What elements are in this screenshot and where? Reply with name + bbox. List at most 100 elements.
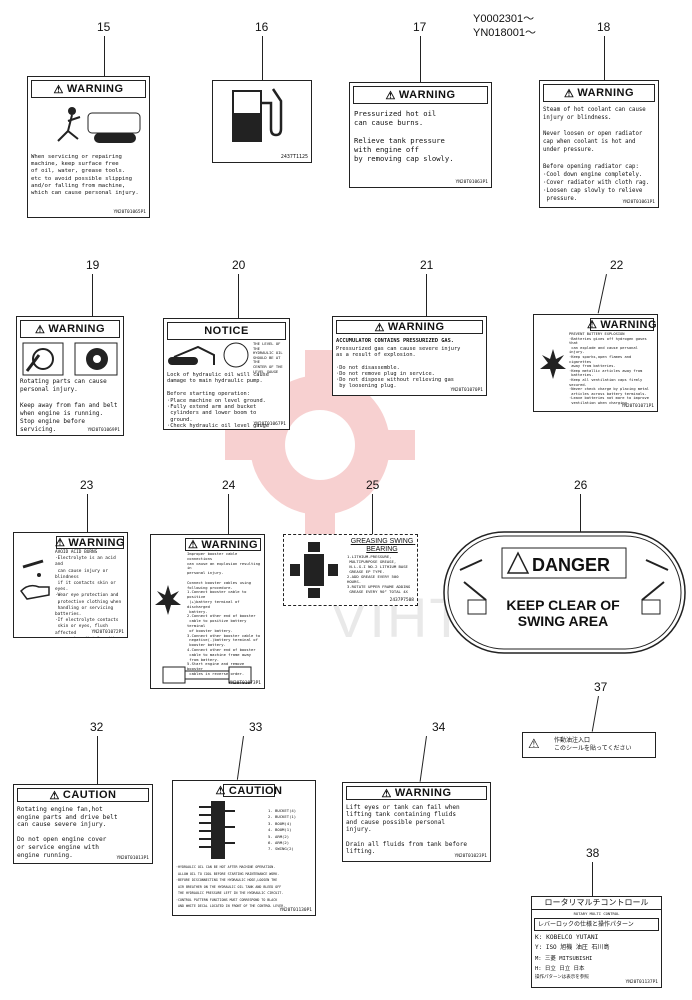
callout-33: 33 bbox=[249, 720, 263, 734]
acid-burn-hand-icon bbox=[20, 559, 50, 600]
danger-header: DANGER bbox=[532, 555, 611, 575]
label-header: WARNING bbox=[201, 538, 259, 551]
callout-32: 32 bbox=[90, 720, 104, 734]
booster-batteries-icon bbox=[162, 666, 252, 684]
control-valve-diagram-icon bbox=[199, 801, 235, 859]
warning-triangle-icon: ⚠ bbox=[385, 89, 396, 102]
label-text: Rotating engine fan,hot engine parts and… bbox=[17, 806, 118, 859]
label-text: Pressurized gas can cause severe injury … bbox=[336, 346, 461, 389]
label-line: K: KOBELCO YUTANI bbox=[535, 934, 599, 941]
label-header: WARNING bbox=[387, 321, 445, 333]
label-code: YN20T01070P1 bbox=[450, 388, 483, 393]
callout-25: 25 bbox=[366, 478, 380, 492]
label-text: Improper booster cable connections can c… bbox=[187, 551, 261, 676]
callout-18: 18 bbox=[597, 20, 611, 34]
warning-triangle-icon: ⚠ bbox=[187, 539, 199, 551]
label-32-engine-caution: ⚠CAUTION Rotating engine fan,hot engine … bbox=[13, 784, 153, 864]
label-line: M: 三菱 MITSUBISHI bbox=[535, 955, 593, 962]
danger-line-2: SWING AREA bbox=[517, 613, 609, 629]
label-text: 作動油注入口 このシールを貼ってください bbox=[554, 737, 632, 752]
label-code: YN20T01072P1 bbox=[91, 630, 124, 635]
label-code: YN20T01130P1 bbox=[279, 908, 312, 913]
label-line: H: 日立 日立 日本 bbox=[535, 965, 585, 972]
label-header: WARNING bbox=[394, 787, 452, 799]
label-text: Steam of hot coolant can cause injury or… bbox=[543, 107, 650, 203]
label-38-rotary-multi-control: ロータリマルチコントロール ROTARY MULTI CONTROL レバーロッ… bbox=[531, 896, 662, 988]
label-text: PREVENT BATTERY EXPLOSION ·Batteries giv… bbox=[569, 332, 649, 405]
label-text: Lock of hydraulic oil will cause damage … bbox=[167, 372, 270, 430]
label-list: 1. BUCKET(4) 2. BUCKET(1) 3. BOOM(4) 4. … bbox=[268, 808, 297, 852]
label-text: 1.LITHIUM-PRESSURE, MULTIPURPOSE GREASE,… bbox=[347, 554, 411, 594]
warning-triangle-icon: ⚠ bbox=[215, 785, 226, 797]
callout-16: 16 bbox=[255, 20, 269, 34]
warning-triangle-icon: ⚠ bbox=[53, 83, 64, 96]
label-text: Lift eyes or tank can fail when lifting … bbox=[346, 804, 468, 856]
warning-triangle-icon: ⚠ bbox=[374, 321, 385, 334]
callout-15: 15 bbox=[97, 20, 111, 34]
label-line: Y: ISO 旭機 油圧 石川島 bbox=[535, 944, 610, 951]
callout-20: 20 bbox=[232, 258, 246, 272]
serial-number-2: YN018001～ bbox=[473, 27, 536, 39]
battery-explosion-icon bbox=[540, 349, 566, 379]
battery-spark-icon bbox=[155, 585, 181, 615]
label-code: YN20T01013P1 bbox=[116, 856, 149, 861]
label-22-battery-warning: ⚠WARNING PREVENT BATTERY EXPLOSION ·Batt… bbox=[533, 314, 658, 412]
label-header: WARNING bbox=[68, 536, 126, 549]
warning-triangle-icon: ⚠ bbox=[563, 87, 575, 100]
label-header: WARNING bbox=[48, 323, 106, 335]
label-code: YN20T01137P1 bbox=[625, 980, 658, 985]
excavator-slip-icon bbox=[57, 107, 141, 143]
warning-triangle-icon: ⚠ bbox=[586, 319, 598, 331]
warning-triangle-icon: ⚠ bbox=[528, 737, 540, 752]
swing-bearing-diagram-icon bbox=[290, 542, 338, 598]
callout-17: 17 bbox=[413, 20, 427, 34]
label-19-rotating-parts-warning: ⚠WARNING Rotating parts can cause person… bbox=[16, 316, 124, 436]
label-code: YN20T01067P1 bbox=[253, 422, 286, 427]
label-header: WARNING bbox=[398, 89, 456, 101]
label-header: WARNING bbox=[66, 83, 124, 95]
label-code: YN20T01063P1 bbox=[455, 180, 488, 185]
label-37-hydraulic-filler-japanese: ⚠ 作動油注入口 このシールを貼ってください bbox=[522, 732, 656, 758]
warning-triangle-icon: ⚠ bbox=[34, 323, 46, 336]
callout-26: 26 bbox=[574, 478, 588, 492]
label-code: YN20T01065P1 bbox=[113, 210, 146, 215]
label-25-greasing-swing-bearing: GREASING SWING BEARING 1.LITHIUM-PRESSUR… bbox=[283, 534, 418, 606]
label-note: ·HYDRAULIC OIL CAN BE HOT AFTER MACHINE … bbox=[176, 865, 286, 908]
label-18-coolant-warning: ⚠WARNING Steam of hot coolant can cause … bbox=[539, 80, 659, 208]
fan-belt-hazard-icon bbox=[22, 342, 118, 376]
label-line: レバーロックの仕様と操作パターン bbox=[534, 918, 659, 931]
label-text: When servicing or repairing machine, kee… bbox=[31, 154, 139, 197]
warning-triangle-icon: ⚠ bbox=[54, 537, 66, 549]
label-code: 2437P7508 bbox=[389, 598, 414, 603]
label-title: ロータリマルチコントロール bbox=[532, 897, 661, 910]
label-17-hot-oil-warning: ⚠WARNING Pressurized hot oil can cause b… bbox=[349, 82, 492, 188]
label-33-hydraulic-caution: ⚠CAUTION 1. BUCKET(4) 2. BUCKET(1) 3. BO… bbox=[172, 780, 316, 916]
warning-triangle-icon: ⚠ bbox=[381, 787, 392, 800]
callout-24: 24 bbox=[222, 478, 236, 492]
label-code: 2437T1125 bbox=[280, 154, 308, 160]
label-24-booster-cable-warning: ⚠WARNING Improper booster cable connecti… bbox=[150, 534, 265, 689]
label-code: YN20T01073P1 bbox=[228, 681, 261, 686]
callout-22: 22 bbox=[610, 258, 624, 272]
callout-38: 38 bbox=[586, 846, 600, 860]
label-code: YN20T01061P1 bbox=[622, 200, 655, 205]
label-header: WARNING bbox=[577, 87, 635, 99]
label-code: YN20T01069P1 bbox=[87, 428, 120, 433]
excavator-level-icon bbox=[168, 342, 249, 368]
danger-line-1: KEEP CLEAR OF bbox=[506, 597, 620, 613]
label-23-acid-burn-warning: ⚠WARNING AVOID ACID BURNS ·Electrolyte i… bbox=[13, 532, 128, 638]
label-side-text: THE LEVEL OF THE HYDRAULIC OIL SHOULD BE… bbox=[253, 341, 283, 374]
label-title: GREASING SWING BEARING bbox=[350, 538, 416, 553]
label-line: 操作パターンは表示を参照 bbox=[535, 974, 589, 980]
label-21-accumulator-warning: ⚠WARNING ACCUMULATOR CONTAINS PRESSURIZE… bbox=[332, 316, 487, 396]
label-code: YN20T01071P1 bbox=[621, 404, 654, 409]
callout-19: 19 bbox=[86, 258, 100, 272]
callout-37: 37 bbox=[594, 680, 608, 694]
label-20-hydraulic-oil-notice: NOTICE THE LEVEL OF THE HYDRAULIC OIL SH… bbox=[163, 318, 290, 430]
fuel-pump-icon bbox=[232, 88, 283, 142]
label-header: CAUTION bbox=[228, 784, 283, 797]
serial-number-1: Y0002301～ bbox=[473, 13, 535, 25]
label-26-danger-swing-area bbox=[443, 531, 686, 654]
label-code: YN20T01023P1 bbox=[454, 854, 487, 859]
label-text: Rotating parts can cause personal injury… bbox=[20, 378, 118, 433]
